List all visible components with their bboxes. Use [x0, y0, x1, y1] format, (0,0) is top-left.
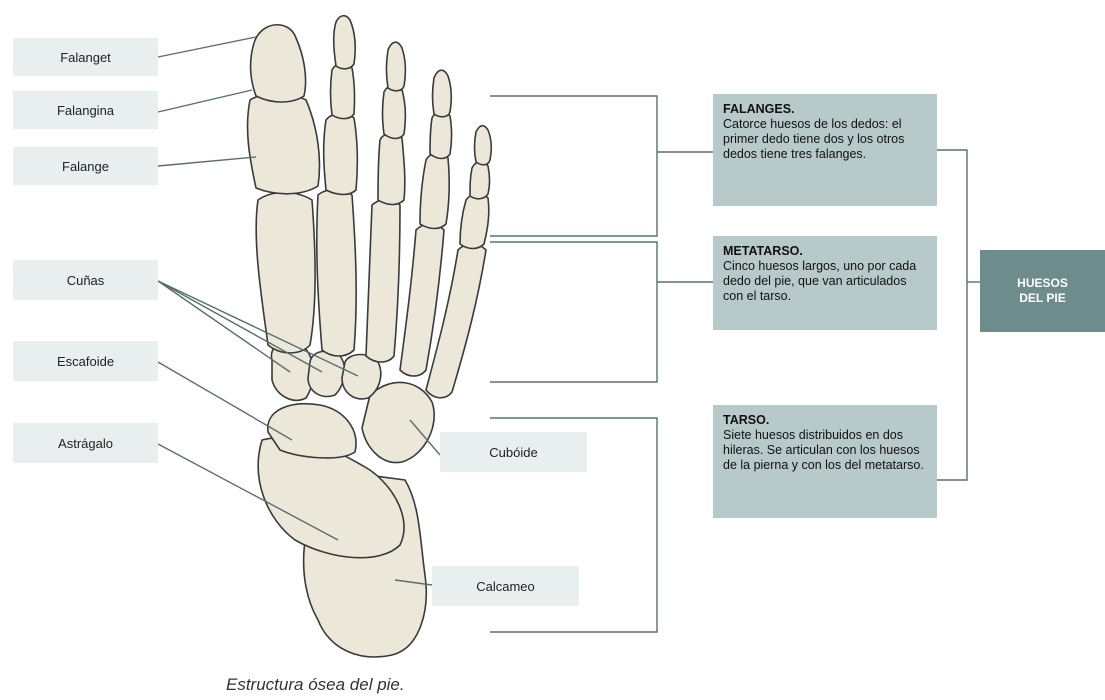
- main-box-line-1: HUESOS: [1017, 276, 1068, 291]
- label-falange: Falange: [13, 147, 158, 185]
- toe-3-distal: [387, 42, 406, 91]
- leader-falanget: [158, 37, 256, 57]
- label-falanget: Falanget: [13, 38, 158, 76]
- label-calcameo: Calcameo: [432, 566, 579, 606]
- info-box-tarso: TARSO. Siete huesos distribuidos en dos …: [713, 405, 937, 518]
- cuneiform-bone-2: [308, 351, 345, 396]
- label-escafoide: Escafoide: [13, 341, 158, 381]
- info-title-falanges: FALANGES.: [723, 102, 927, 117]
- main-box-huesos-del-pie: HUESOS DEL PIE: [980, 250, 1105, 332]
- toe-4-proximal: [420, 154, 449, 229]
- toe-4-middle: [430, 112, 452, 159]
- navicular-bone: [268, 404, 356, 458]
- info-title-metatarso: METATARSO.: [723, 244, 927, 259]
- bracket-falanges: [490, 96, 657, 236]
- info-title-tarso: TARSO.: [723, 413, 927, 428]
- big-toe-distal-phalanx: [251, 25, 306, 102]
- toe-3-middle: [383, 86, 406, 139]
- info-text-metatarso: Cinco huesos largos, uno por cada dedo d…: [723, 259, 927, 304]
- main-box-line-2: DEL PIE: [1019, 291, 1065, 306]
- big-toe-proximal-phalanx: [248, 94, 320, 194]
- toe-4-distal: [433, 70, 452, 117]
- figure-caption: Estructura ósea del pie.: [226, 675, 405, 695]
- toe-5-proximal: [460, 194, 489, 249]
- info-box-falanges: FALANGES. Catorce huesos de los dedos: e…: [713, 94, 937, 206]
- toe-5-middle: [470, 162, 490, 199]
- bracket-metatarso: [490, 242, 657, 382]
- toe-2-proximal: [324, 114, 358, 195]
- bracket-main: [937, 150, 967, 480]
- label-cunas: Cuñas: [13, 260, 158, 300]
- label-astragalo: Astrágalo: [13, 423, 158, 463]
- toe-2-distal: [334, 16, 356, 69]
- toe-2-middle: [331, 64, 355, 119]
- info-box-metatarso: METATARSO. Cinco huesos largos, uno por …: [713, 236, 937, 330]
- label-cuboide: Cubóide: [440, 432, 587, 472]
- toe-5-distal: [475, 126, 492, 165]
- metatarsal-1: [256, 193, 315, 353]
- metatarsal-3: [366, 200, 400, 362]
- metatarsal-2: [317, 190, 356, 356]
- toe-3-proximal: [378, 134, 405, 205]
- info-text-falanges: Catorce huesos de los dedos: el primer d…: [723, 117, 927, 162]
- leader-falange: [158, 157, 256, 166]
- leader-falangina: [158, 90, 252, 112]
- label-falangina: Falangina: [13, 91, 158, 129]
- info-text-tarso: Siete huesos distribuidos en dos hileras…: [723, 428, 927, 473]
